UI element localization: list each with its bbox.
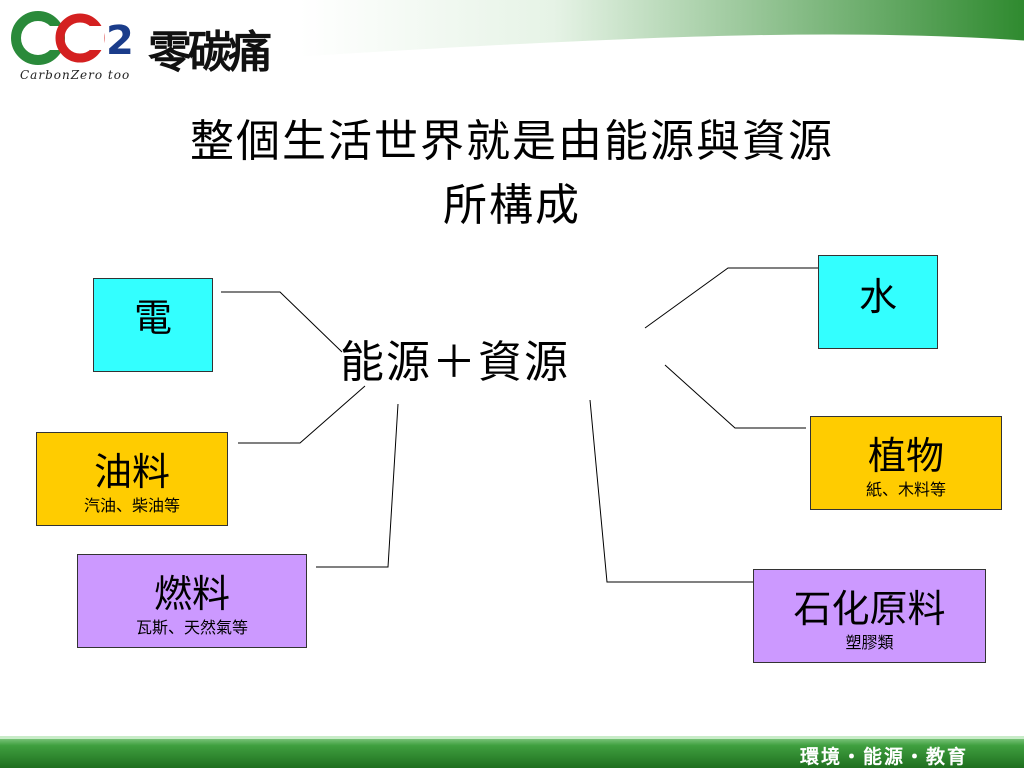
slide-title: 整個生活世界就是由能源與資源 所構成 — [0, 110, 1024, 238]
connector-plants — [664, 364, 806, 429]
node-water-label: 水 — [858, 275, 897, 319]
connector-electricity — [221, 291, 343, 353]
node-electricity-label: 電 — [133, 296, 172, 340]
node-fuel: 燃料 瓦斯、天然氣等 — [77, 554, 307, 648]
node-petrochem-sublabel: 塑膠類 — [845, 633, 894, 652]
node-petrochem: 石化原料 塑膠類 — [753, 569, 986, 663]
logo-chinese-text: 零碳痛 — [148, 27, 272, 78]
connector-fuel — [316, 403, 399, 568]
center-label: 能源＋資源 — [340, 337, 570, 388]
node-oil-label: 油料 — [93, 450, 170, 494]
svg-text:2: 2 — [106, 18, 134, 64]
node-fuel-sublabel: 瓦斯、天然氣等 — [135, 618, 248, 637]
logo-english-text: CarbonZero too — [20, 68, 131, 82]
title-line-2: 所構成 — [443, 180, 581, 231]
node-plants-label: 植物 — [867, 434, 944, 478]
bottom-band — [0, 736, 1024, 768]
node-oil-sublabel: 汽油、柴油等 — [83, 496, 180, 515]
logo: 2 零碳痛 CarbonZero too — [8, 6, 308, 82]
node-fuel-label: 燃料 — [153, 572, 230, 616]
top-band — [299, 0, 1024, 60]
connector-petrochem — [589, 399, 753, 583]
co2-logo-icon: 2 — [11, 11, 134, 65]
node-oil: 油料 汽油、柴油等 — [36, 432, 228, 526]
node-plants-sublabel: 紙、木料等 — [865, 480, 946, 499]
node-plants: 植物 紙、木料等 — [810, 416, 1002, 510]
connector-water — [644, 267, 818, 329]
connector-oil — [238, 385, 366, 444]
node-water: 水 — [818, 255, 938, 349]
title-line-1: 整個生活世界就是由能源與資源 — [190, 116, 834, 167]
node-petrochem-label: 石化原料 — [793, 587, 946, 631]
footer-text: 環境・能源・教育 — [799, 746, 968, 768]
node-electricity: 電 — [93, 278, 213, 372]
